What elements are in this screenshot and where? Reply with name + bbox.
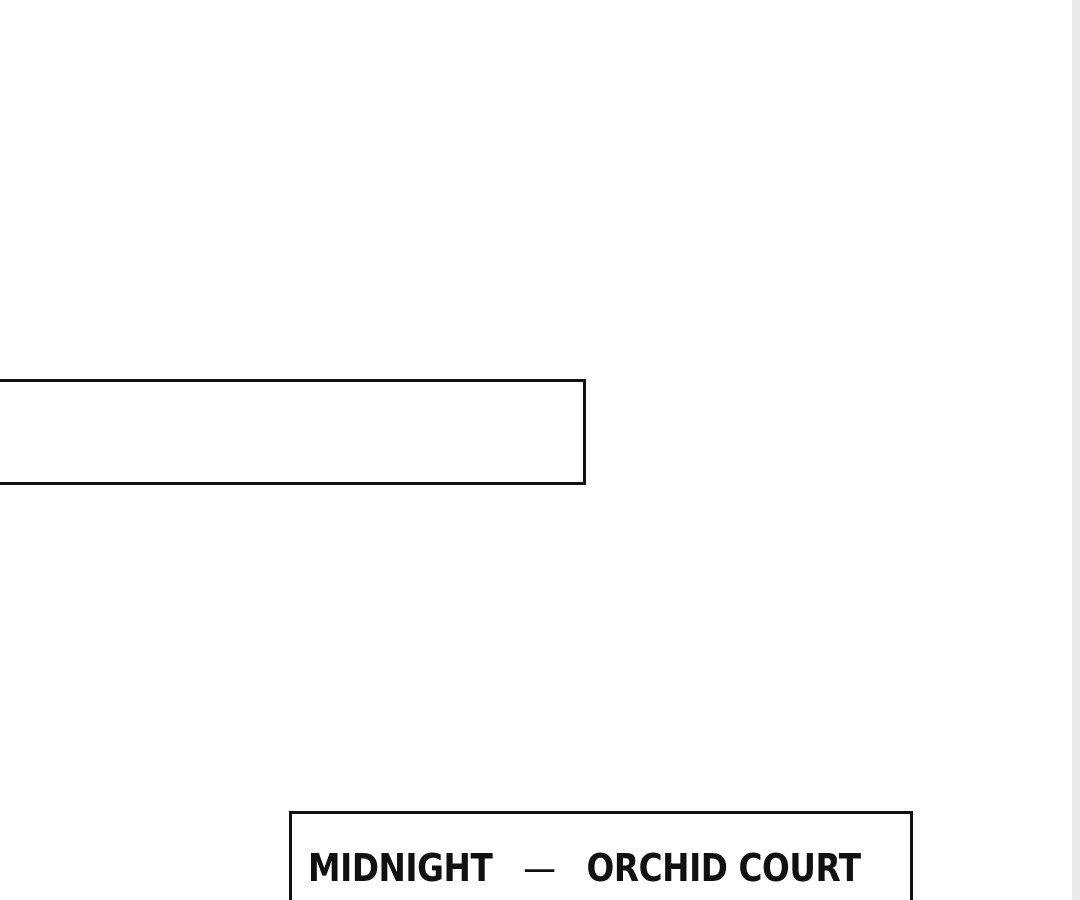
empty-panel (0, 379, 586, 485)
page-edge (1072, 0, 1080, 900)
caption-time: MIDNIGHT (308, 846, 493, 890)
caption-box: MIDNIGHT — ORCHID COURT (289, 811, 913, 900)
caption-text: MIDNIGHT — ORCHID COURT (308, 846, 861, 890)
caption-location: ORCHID COURT (586, 846, 862, 890)
caption-separator: — (523, 846, 556, 890)
